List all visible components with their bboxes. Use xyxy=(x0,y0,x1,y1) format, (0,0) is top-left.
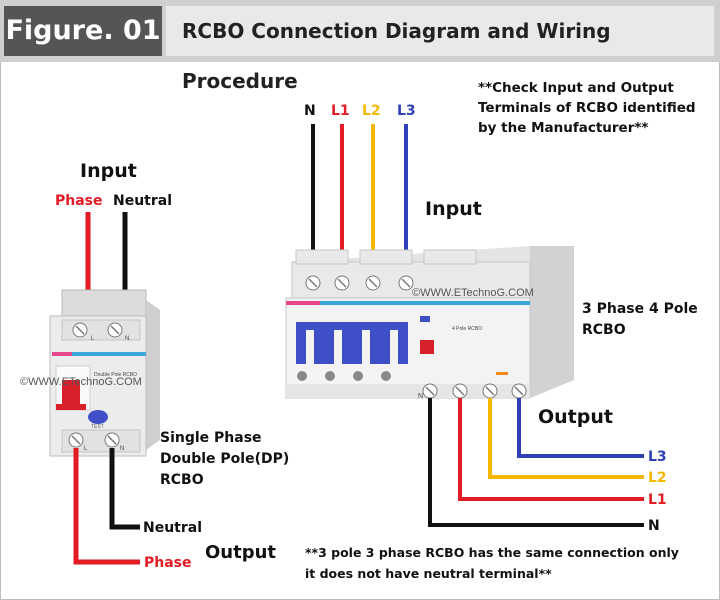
sp-caption-line1: Single Phase xyxy=(160,430,262,446)
tp-in-label-n: N xyxy=(304,103,316,119)
sp-term-l-top-label: L xyxy=(91,336,95,342)
tp-output-label: Output xyxy=(538,406,613,428)
sp-watermark: ©WWW.ETechnoG.COM xyxy=(20,376,142,388)
tp-watermark: ©WWW.ETechnoG.COM xyxy=(412,287,534,299)
note-top-line2: Terminals of RCBO identified xyxy=(478,100,696,116)
tp-in-label-l2: L2 xyxy=(362,103,381,119)
single-phase-section: Input Phase Neutral L N Double Pole RCBO… xyxy=(20,160,289,571)
sp-neutral-out-label: Neutral xyxy=(143,520,202,536)
sp-neutral-out-wire xyxy=(109,448,140,530)
sp-phase-in-label: Phase xyxy=(55,193,103,209)
header-bar: Figure. 01 RCBO Connection Diagram and W… xyxy=(0,0,720,93)
figure-label: Figure. 01 xyxy=(4,6,162,56)
sp-term-l-bottom-label: L xyxy=(84,446,88,452)
note-top: **Check Input and Output Terminals of RC… xyxy=(478,80,696,136)
tp-in-label-l3: L3 xyxy=(397,103,416,119)
note-bottom: **3 pole 3 phase RCBO has the same conne… xyxy=(305,545,679,581)
sp-term-n-bottom-label: N xyxy=(120,446,124,452)
tp-out-label-l2: L2 xyxy=(648,470,667,486)
tp-n-out-wire xyxy=(428,398,644,527)
tp-out-label-l1: L1 xyxy=(648,492,667,508)
tp-rcbo-device: 4 Pole RCBO N xyxy=(285,246,574,400)
tp-device-name: 4 Pole RCBO xyxy=(452,326,482,332)
tp-out-label-n: N xyxy=(648,518,660,534)
note-top-line1: **Check Input and Output xyxy=(478,80,674,96)
sp-phase-out-wire xyxy=(73,448,140,565)
sp-test-label: TEST xyxy=(91,424,104,430)
tp-l3-out-wire xyxy=(517,398,644,458)
sp-test-button xyxy=(88,410,108,424)
tp-l1-out-wire xyxy=(458,398,644,501)
tp-caption-line2: RCBO xyxy=(582,322,626,338)
tp-breaker-handles xyxy=(296,322,408,364)
sp-rcbo-device: L N Double Pole RCBO TEST L N xyxy=(49,289,160,457)
sp-neutral-in-label: Neutral xyxy=(113,193,172,209)
sp-toggle-lever xyxy=(62,380,80,408)
figure-title: RCBO Connection Diagram and Wiring Proce… xyxy=(166,6,714,93)
tp-out-label-l3: L3 xyxy=(648,449,667,465)
sp-caption-line2: Double Pole(DP) xyxy=(160,451,289,467)
tp-caption-line1: 3 Phase 4 Pole xyxy=(582,301,698,317)
sp-phase-out-label: Phase xyxy=(144,555,192,571)
tp-in-label-l1: L1 xyxy=(331,103,350,119)
tp-input-label: Input xyxy=(425,198,482,220)
sp-input-label: Input xyxy=(80,160,137,182)
sp-caption-line3: RCBO xyxy=(160,472,204,488)
note-top-line3: by the Manufacturer** xyxy=(478,120,649,136)
sp-caption: Single Phase Double Pole(DP) RCBO xyxy=(160,430,289,488)
tp-term-n-label: N xyxy=(418,393,423,400)
note-bottom-line1: **3 pole 3 phase RCBO has the same conne… xyxy=(305,545,679,560)
sp-device-name: Double Pole RCBO xyxy=(94,372,137,378)
three-phase-section: N L1 L2 L3 Input xyxy=(285,103,698,534)
tp-l2-out-wire xyxy=(488,398,644,479)
sp-term-n-top-label: N xyxy=(125,336,129,342)
note-bottom-line2: it does not have neutral terminal** xyxy=(305,566,552,581)
tp-test-button xyxy=(420,340,434,354)
sp-output-label: Output xyxy=(205,542,276,563)
